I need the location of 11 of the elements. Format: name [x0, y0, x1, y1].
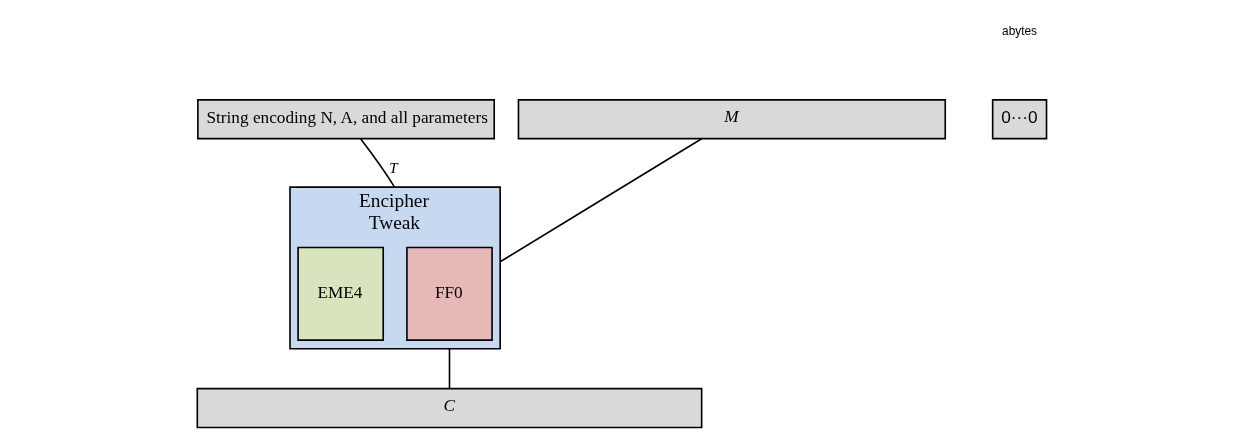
node-box: C	[196, 387, 702, 429]
connector	[359, 138, 395, 188]
node-box: FF0	[405, 246, 493, 341]
node-box: String encoding N, A, and all parameters	[196, 99, 495, 140]
node-box: EME4	[296, 246, 384, 341]
node-box: M	[517, 99, 946, 140]
edge-label: T	[388, 160, 398, 177]
connector	[498, 137, 702, 263]
node-box: 0···0	[991, 99, 1047, 140]
connector	[448, 347, 450, 390]
label: abytes	[1001, 23, 1037, 38]
